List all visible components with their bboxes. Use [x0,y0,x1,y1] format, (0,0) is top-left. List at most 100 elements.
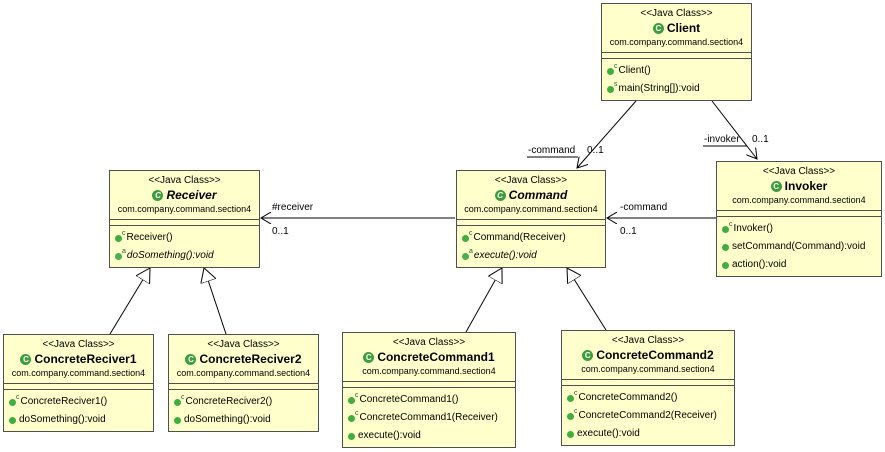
class-name: Client [666,21,701,35]
constructor-icon [607,67,614,75]
stereotype: <<Java Class>> [640,8,713,19]
client-command-multiplicity: 0..1 [587,145,604,156]
package-name: com.company.command.section4 [609,37,744,47]
fields-compartment [562,379,734,386]
fields-compartment [602,52,751,59]
class-icon: C [770,180,782,192]
operation[interactable]: doSomething():void [9,411,149,429]
class-name: Receiver [166,188,217,202]
edge-cr1-receiver [109,268,150,335]
client-command-role-label: -command [528,145,576,156]
abstract-class-icon: C [152,189,164,201]
edge-cr2-receiver [204,268,227,335]
public-method-icon [567,430,574,438]
static-method-icon [607,85,614,93]
class-icon: C [363,351,375,363]
public-method-icon [174,416,181,424]
constructor-icon [348,414,355,422]
operation[interactable]: execute():void [348,427,511,445]
class-name: ConcreteCommand2 [596,348,714,362]
operation[interactable]: action():void [722,256,877,274]
fields-compartment [717,210,881,217]
package-name: com.company.command.section4 [464,204,598,214]
stereotype: <<Java Class>> [494,175,568,186]
class-name: ConcreteReciver2 [199,352,302,366]
class-icon: C [185,353,197,365]
stereotype: <<Java Class>> [611,335,685,346]
constructor-icon [567,412,574,420]
stereotype: <<Java Class>> [42,339,115,350]
public-method-icon [9,416,16,424]
abstract-method-icon [462,252,469,260]
constructor-icon [115,234,122,242]
fields-compartment [457,219,605,226]
edge-client-invoker [711,100,757,159]
operation[interactable]: setCommand(Command):void [722,238,877,256]
operation[interactable]: execute():void [567,425,730,443]
stereotype: <<Java Class>> [392,337,466,348]
constructor-icon [348,396,355,404]
package-name: com.company.command.section4 [11,368,146,378]
client-invoker-multiplicity: 0..1 [752,134,769,145]
class-icon: C [582,349,594,361]
fields-compartment [4,383,153,390]
constructor-icon [567,394,574,402]
class-icon: C [20,353,32,365]
constructor-icon [462,234,469,242]
package-name: com.company.command.section4 [176,368,311,378]
edge-cc2-command [567,268,607,331]
stereotype: <<Java Class>> [762,166,836,177]
stereotype: <<Java Class>> [207,339,280,350]
package-name: com.company.command.section4 [362,366,496,376]
constructor-icon [174,398,181,406]
class-name: ConcreteCommand1 [377,350,495,364]
fields-compartment [343,381,515,388]
stereotype: <<Java Class>> [148,175,221,186]
public-method-icon [348,432,355,440]
package-name: com.company.command.section4 [117,204,252,214]
fields-compartment [169,383,318,390]
operation[interactable]: doSomething():void [174,411,314,429]
package-name: com.company.command.section4 [732,195,866,205]
edge-cc1-command [465,268,502,333]
class-name: Command [508,188,568,202]
fields-compartment [110,219,259,226]
invoker-command-role-label: -command [620,202,668,213]
abstract-class-icon: C [494,189,506,201]
constructor-icon [722,225,729,233]
client-invoker-role-label: -invoker [704,134,740,145]
abstract-method-icon [115,252,122,260]
public-method-icon [722,261,729,269]
package-name: com.company.command.section4 [581,364,715,374]
command-receiver-role-label: #receiver [272,202,314,213]
invoker-command-multiplicity: 0..1 [620,226,637,237]
public-method-icon [722,243,729,251]
class-name: ConcreteReciver1 [34,352,137,366]
constructor-icon [9,398,16,406]
command-receiver-multiplicity: 0..1 [272,226,289,237]
edge-client-command [577,100,637,168]
class-name: Invoker [784,179,828,193]
class-icon: C [652,22,664,34]
